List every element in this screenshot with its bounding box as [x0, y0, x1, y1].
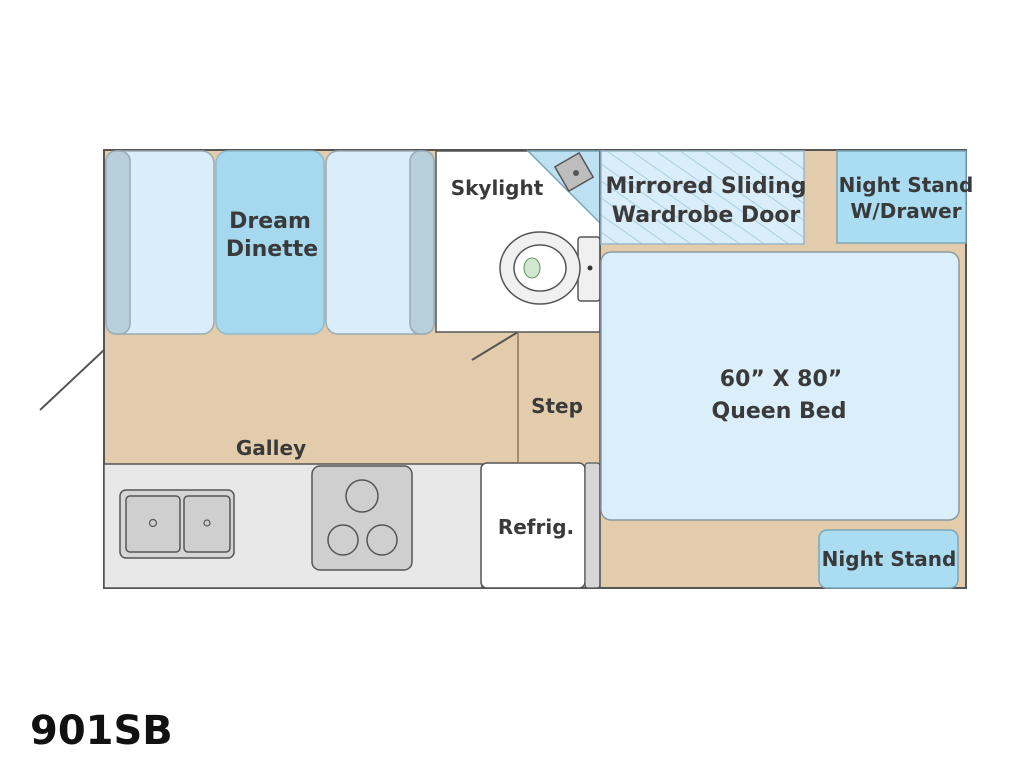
bed-type-label: Queen Bed — [712, 399, 847, 424]
refrigerator: Refrig. — [480, 462, 601, 589]
galley-label: Galley — [236, 436, 306, 460]
drain-icon — [573, 170, 579, 176]
entry-door — [39, 349, 105, 411]
model-number: 901SB — [30, 708, 173, 754]
toilet-icon — [499, 231, 601, 305]
bathroom: Skylight — [435, 150, 601, 361]
dinette: Dream Dinette — [105, 150, 435, 335]
wardrobe-label-2: Wardrobe Door — [612, 203, 801, 228]
dinette-armrest-left — [105, 150, 131, 335]
bathroom-door-swing — [471, 331, 519, 361]
nightstand-label: Night Stand — [822, 547, 957, 571]
nightstand-drawer: Night Stand W/Drawer — [836, 150, 974, 244]
wardrobe-label-1: Mirrored Sliding — [605, 174, 806, 199]
nightstand-drawer-label-1: Night Stand — [839, 173, 974, 197]
nightstand-drawer-label-2: W/Drawer — [850, 199, 961, 223]
stove-icon — [311, 465, 413, 571]
galley-counter — [103, 463, 483, 589]
skylight-label: Skylight — [451, 176, 544, 200]
nightstand: Night Stand — [818, 529, 959, 589]
dinette-label-1: Dream — [229, 209, 311, 234]
wardrobe: Mirrored Sliding Wardrobe Door — [600, 150, 807, 245]
queen-bed: 60” X 80” Queen Bed — [600, 251, 960, 521]
step-label: Step — [531, 394, 583, 418]
double-sink-icon — [119, 489, 235, 559]
dinette-label-2: Dinette — [226, 237, 318, 262]
refrigerator-side-panel — [584, 462, 601, 589]
refrig-label: Refrig. — [498, 515, 574, 539]
dinette-armrest-right — [409, 150, 435, 335]
dinette-table — [215, 150, 325, 335]
bed-size-label: 60” X 80” — [720, 367, 842, 392]
